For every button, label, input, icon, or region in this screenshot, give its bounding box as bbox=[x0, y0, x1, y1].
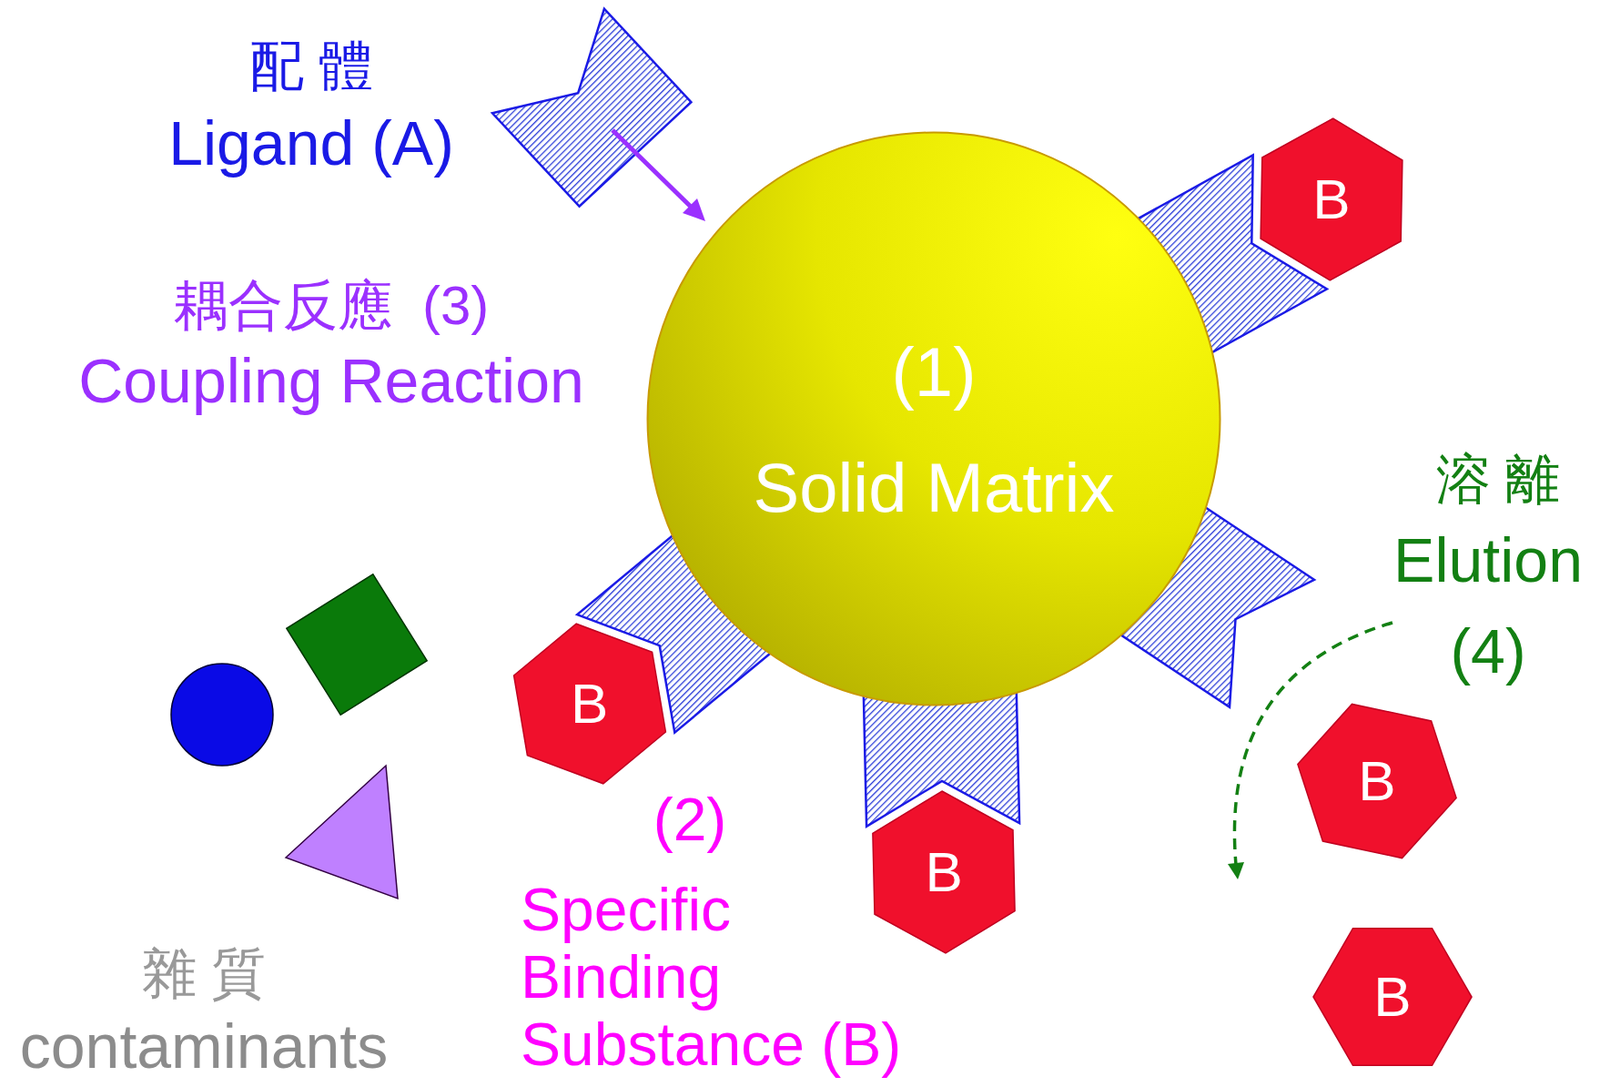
contaminants-label-zh: 雜 質 bbox=[141, 943, 267, 1004]
substance-label: B bbox=[1357, 749, 1396, 812]
hexagon-fill bbox=[872, 790, 1015, 953]
ligand-label-zh: 配 體 bbox=[249, 36, 375, 97]
coupling-arrowhead bbox=[682, 198, 706, 222]
elution-label: Elution bbox=[1393, 526, 1583, 595]
binding-substance-hexagon: B bbox=[507, 621, 672, 786]
coupling-label: Coupling Reaction bbox=[78, 346, 585, 416]
matrix-label: (1) bbox=[891, 334, 977, 411]
hexagon-fill bbox=[513, 623, 666, 784]
contaminant-circle bbox=[171, 663, 274, 766]
binding-substance-hexagon: B bbox=[1295, 698, 1459, 863]
callout-number: (4) bbox=[1449, 617, 1526, 686]
substance-label: B bbox=[1312, 168, 1350, 231]
elution-arrowhead bbox=[1227, 861, 1245, 880]
substance-label: B bbox=[1373, 965, 1411, 1028]
callout-number: (2) bbox=[653, 786, 728, 853]
solid-matrix-circle: (1) Solid Matrix bbox=[646, 131, 1222, 707]
contaminant-square bbox=[286, 574, 427, 715]
hexagon-fill bbox=[1260, 118, 1403, 281]
binding-substance-hexagon: B bbox=[1249, 117, 1414, 282]
matrix-fill bbox=[648, 132, 1221, 706]
binding-substance-hexagon: B bbox=[861, 789, 1026, 954]
contaminants-label: contaminants bbox=[20, 1012, 388, 1081]
contaminant-triangle bbox=[285, 765, 398, 899]
elution-label-zh: 溶 離 bbox=[1436, 449, 1561, 510]
binding-substance-hexagon: B bbox=[1312, 916, 1473, 1077]
hexagon-fill bbox=[1297, 703, 1457, 858]
ligand-label: Ligand (A) bbox=[168, 109, 455, 178]
substance-label: B bbox=[925, 840, 963, 903]
matrix-label: Solid Matrix bbox=[753, 449, 1115, 527]
binding-substance-label: Specific Binding Substance (B) bbox=[520, 875, 922, 1078]
hexagon-fill bbox=[1313, 928, 1472, 1066]
substance-label: B bbox=[570, 672, 608, 735]
ligand-group bbox=[492, 9, 1327, 827]
circle-outline bbox=[646, 131, 1222, 707]
coupling-arrow bbox=[612, 130, 692, 208]
coupling-label-zh: 耦合反應 (3) bbox=[173, 275, 490, 336]
